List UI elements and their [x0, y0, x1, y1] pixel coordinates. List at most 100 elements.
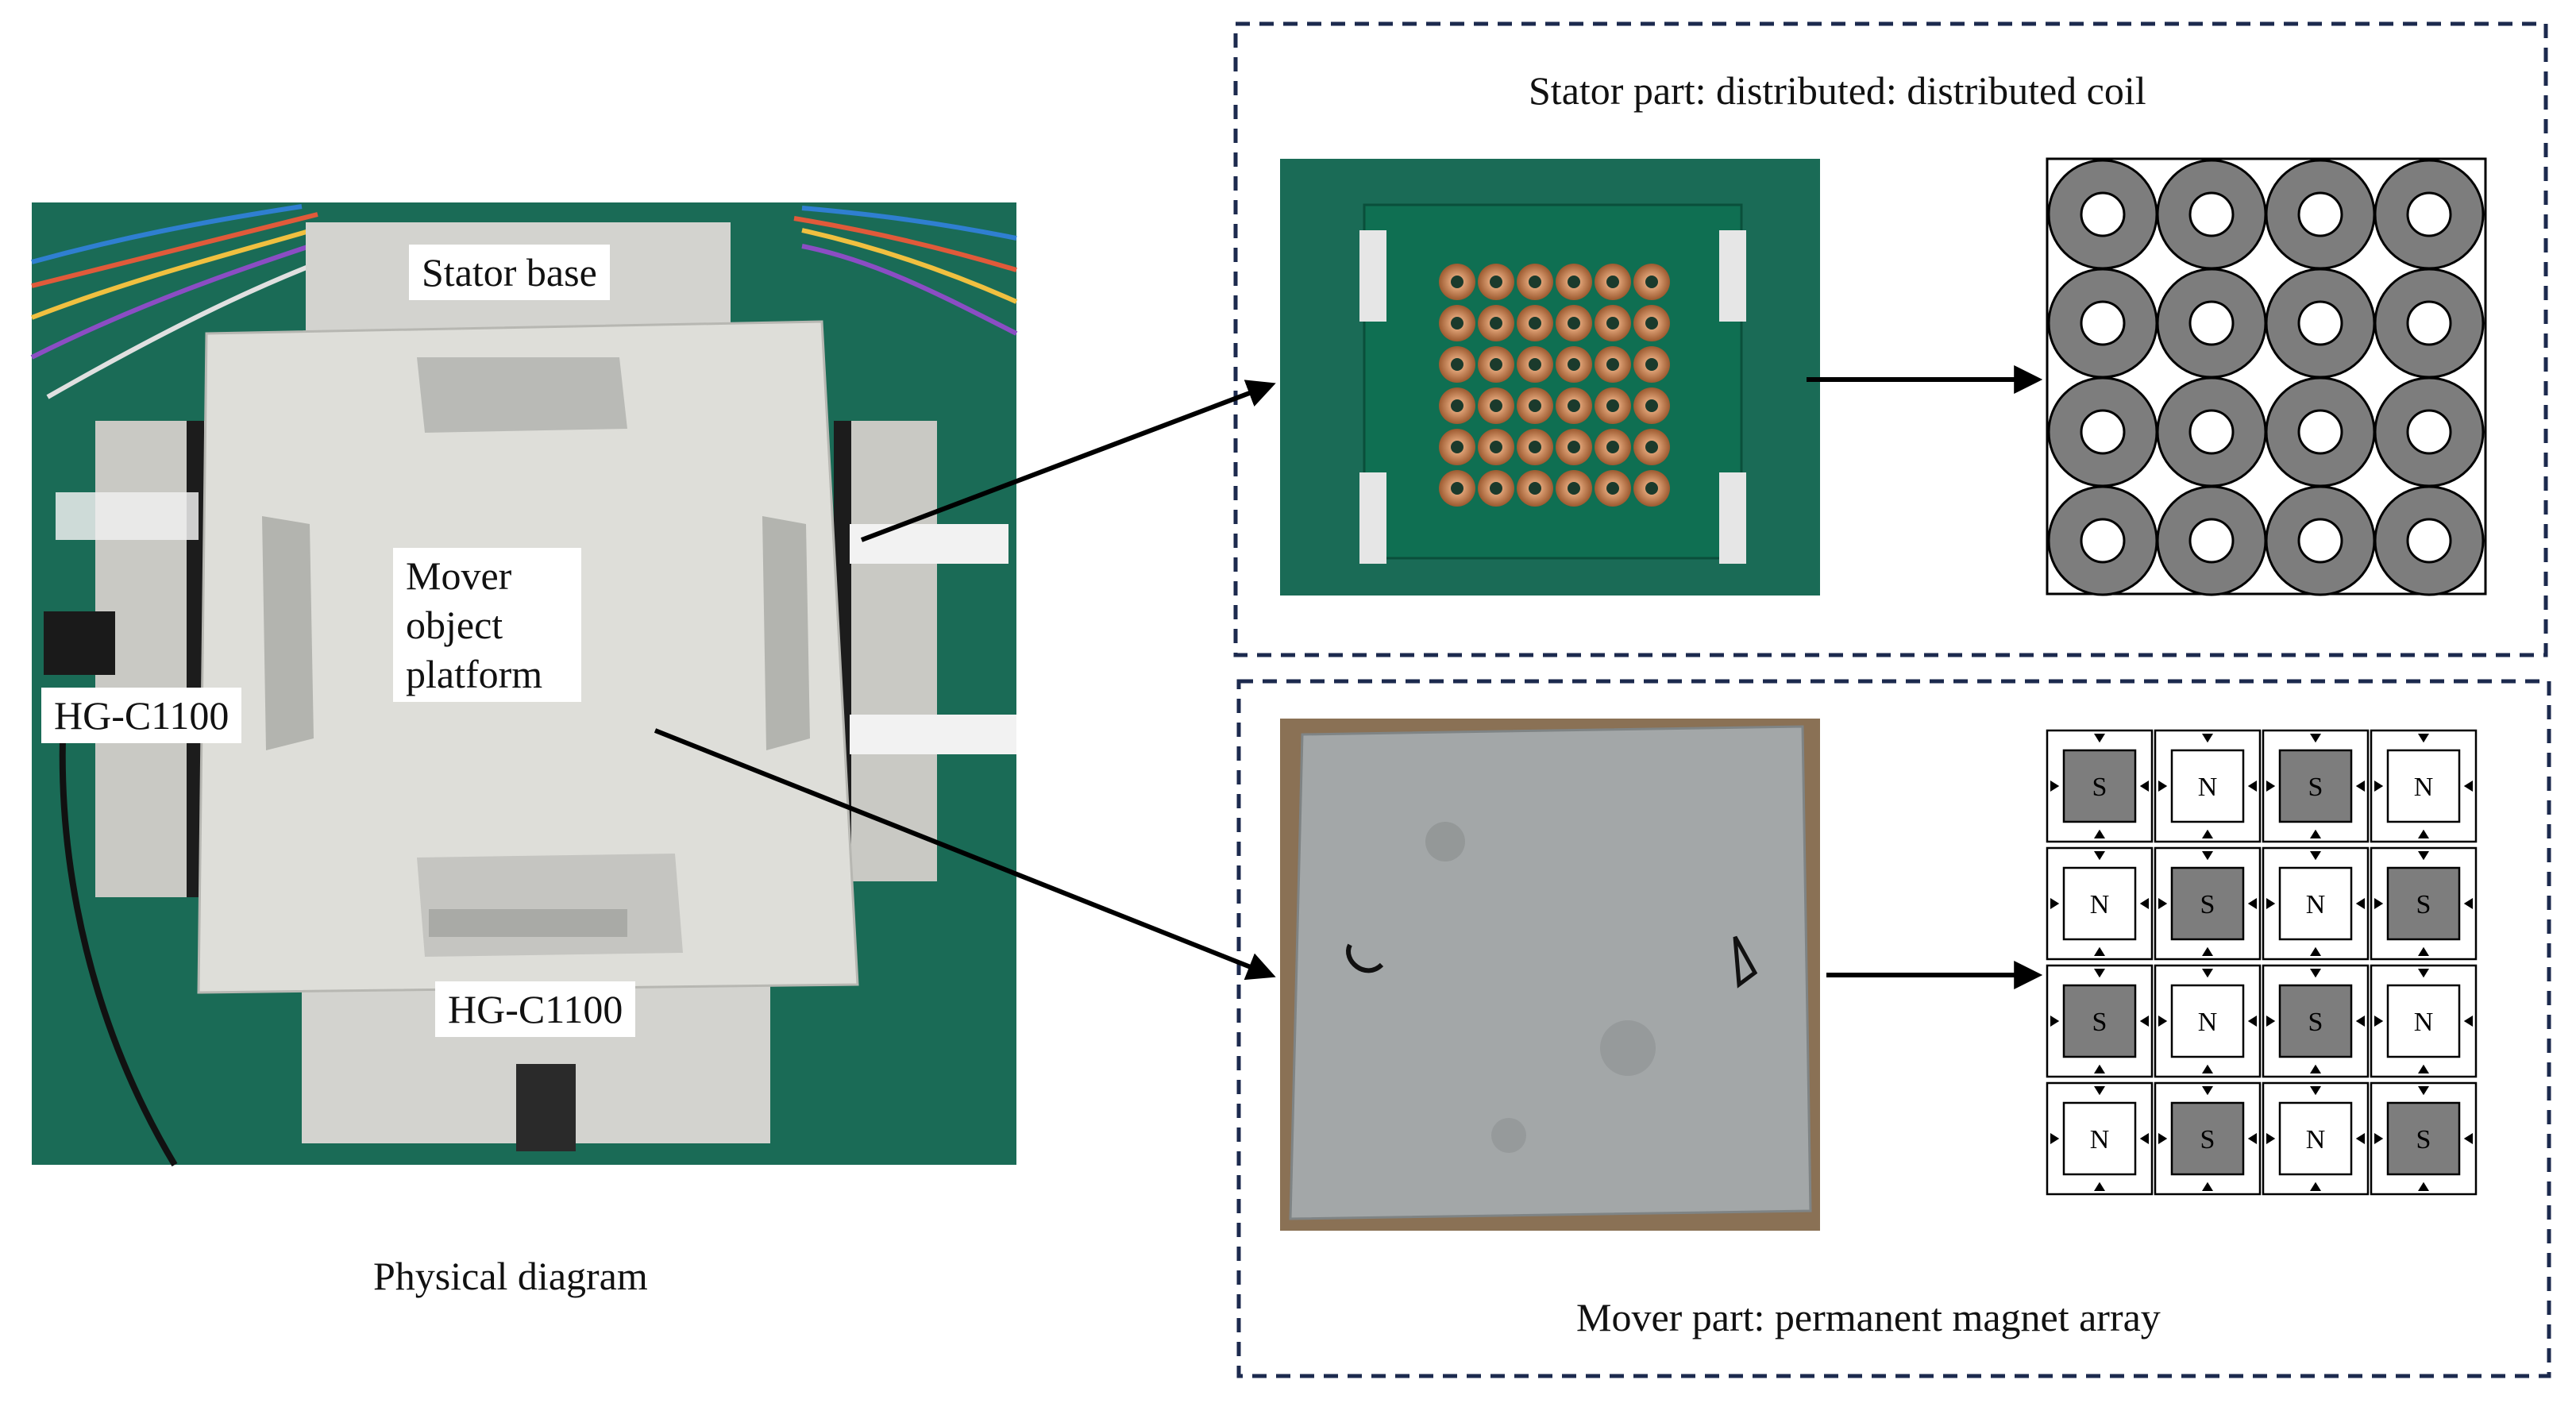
magnet-pole-label: N	[2198, 773, 2218, 802]
copper-coil-core	[1529, 358, 1541, 371]
magnet-pole-label: S	[2200, 890, 2215, 919]
copper-coil-core	[1645, 358, 1658, 371]
bracket-left	[262, 516, 314, 750]
magnet-north-pole	[2170, 984, 2245, 1058]
coil-ring-hole	[2297, 409, 2343, 455]
mover-panel-border	[1236, 679, 2551, 1378]
field-arrow	[2094, 946, 2105, 956]
field-arrow	[2266, 1016, 2276, 1027]
copper-coil-core	[1568, 358, 1580, 371]
copper-coil-core	[1568, 399, 1580, 412]
copper-coil-core	[1568, 317, 1580, 330]
field-arrow	[2355, 1016, 2365, 1027]
field-arrow	[2463, 898, 2473, 909]
copper-coil-core	[1606, 317, 1619, 330]
field-arrow	[2202, 734, 2213, 743]
copper-coil-core	[1645, 441, 1658, 453]
pcb-connector	[1719, 472, 1746, 564]
field-arrow	[2374, 1016, 2384, 1027]
field-arrow	[2310, 1064, 2321, 1073]
field-arrow	[2094, 969, 2105, 978]
magnet-north-pole	[2386, 984, 2461, 1058]
magnet-pole-label: N	[2090, 1125, 2110, 1154]
field-arrow	[2094, 1086, 2105, 1096]
field-arrow	[2247, 898, 2257, 909]
magnet-pole-label: S	[2416, 1125, 2431, 1154]
copper-coil-core	[1490, 276, 1502, 288]
mover-platform-label: Mover object platform	[393, 548, 581, 702]
field-arrow	[2139, 1016, 2149, 1027]
coil-ring-hole	[2406, 191, 2452, 237]
copper-coil-core	[1451, 276, 1463, 288]
magnet-pole-label: S	[2092, 773, 2107, 802]
field-arrow	[2202, 829, 2213, 838]
field-arrow	[2094, 851, 2105, 861]
magnet-pole-label: S	[2092, 1008, 2107, 1037]
field-arrow	[2202, 946, 2213, 956]
field-arrow	[2094, 829, 2105, 838]
field-arrow	[2158, 781, 2168, 792]
field-arrow	[2094, 1181, 2105, 1191]
field-arrow	[2094, 1064, 2105, 1073]
wires-top-right	[793, 206, 1018, 336]
copper-coil-core	[1451, 482, 1463, 495]
magnet-south-pole	[2278, 749, 2353, 823]
field-arrow	[2355, 781, 2365, 792]
copper-coil-core	[1568, 482, 1580, 495]
sensor-left-body	[44, 611, 115, 675]
field-arrow	[2247, 1133, 2257, 1144]
copper-coil-core	[1645, 276, 1658, 288]
arrow-photo-to-stator	[860, 380, 1276, 542]
field-arrow	[2418, 851, 2429, 861]
field-arrow	[2310, 734, 2321, 743]
field-arrow	[2139, 1133, 2149, 1144]
sensor-bottom-label: HG-C1100	[435, 981, 636, 1037]
magnet-south-pole	[2386, 866, 2461, 941]
field-arrow	[2050, 781, 2060, 792]
pcb-connector	[1359, 230, 1386, 322]
mover-plate-photo	[1280, 719, 1820, 1231]
field-arrow	[2310, 829, 2321, 838]
copper-coil-core	[1490, 358, 1502, 371]
bracket-top	[417, 357, 627, 433]
magnet-pole-label: S	[2200, 1125, 2215, 1154]
copper-coil-core	[1451, 399, 1463, 412]
stator-pcb-photo	[1280, 159, 1820, 596]
copper-coil-core	[1529, 441, 1541, 453]
pcb-connector	[1359, 472, 1386, 564]
copper-coil-core	[1529, 276, 1541, 288]
field-arrow	[2374, 781, 2384, 792]
magnet-north-pole	[2278, 1101, 2353, 1176]
field-arrow	[2139, 898, 2149, 909]
pcb-connector	[1719, 230, 1746, 322]
coil-ring-hole	[2188, 191, 2235, 237]
coil-ring-hole	[2406, 300, 2452, 346]
copper-coil-core	[1490, 399, 1502, 412]
coil-ring-hole	[2080, 409, 2126, 455]
field-arrow	[2247, 781, 2257, 792]
right-side-plate	[842, 421, 937, 881]
copper-coil-core	[1451, 317, 1463, 330]
magnet-north-pole	[2062, 1101, 2137, 1176]
stator-base-label: Stator base	[409, 245, 610, 300]
field-arrow	[2202, 969, 2213, 978]
magnet-north-pole	[2278, 866, 2353, 941]
coil-ring-hole	[2080, 191, 2126, 237]
copper-coil-core	[1606, 482, 1619, 495]
copper-coil-core	[1645, 482, 1658, 495]
copper-coil-core	[1645, 317, 1658, 330]
magnet-north-pole	[2386, 749, 2461, 823]
copper-coil-core	[1568, 441, 1580, 453]
copper-coil-core	[1606, 358, 1619, 371]
sensor-left-label: HG-C1100	[41, 688, 242, 743]
copper-coil-core	[1529, 482, 1541, 495]
copper-coil-core	[1568, 276, 1580, 288]
magnet-south-pole	[2278, 984, 2353, 1058]
copper-coil-core	[1490, 482, 1502, 495]
field-arrow	[2418, 734, 2429, 743]
field-arrow	[2158, 1016, 2168, 1027]
field-arrow	[2463, 1016, 2473, 1027]
field-arrow	[2202, 1086, 2213, 1096]
sensor-bottom-body	[516, 1064, 576, 1151]
